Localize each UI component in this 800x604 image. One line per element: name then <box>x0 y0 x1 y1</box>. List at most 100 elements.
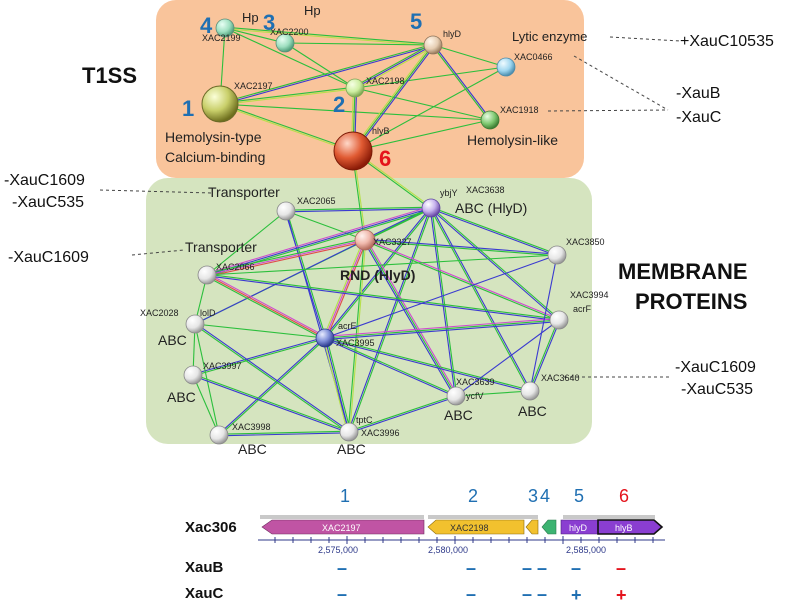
map-number-1: 1 <box>340 486 350 506</box>
edge-line <box>352 44 434 152</box>
node-labels: XAC2199 XAC2200 hlyD XAC0466 XAC2197 XAC… <box>140 27 609 438</box>
xaub-marks: – – – – – – <box>337 558 626 578</box>
edge-line <box>431 206 558 255</box>
label-ycfv: ycfV <box>466 391 484 401</box>
node-xac3640[interactable] <box>520 381 540 401</box>
edge-line <box>348 394 456 432</box>
gene-3[interactable] <box>525 519 539 535</box>
annotation-abc-3998: ABC <box>238 441 267 457</box>
edge-line <box>363 240 456 398</box>
edge-line <box>224 28 433 47</box>
node-xac2066[interactable] <box>197 265 217 285</box>
edge-line <box>324 254 558 339</box>
node-xac3327[interactable] <box>354 229 376 251</box>
xauc-mark-2: – <box>466 584 476 604</box>
edge-line <box>430 208 557 257</box>
xauc-mark-6: + <box>616 585 627 604</box>
edge-line <box>431 45 490 121</box>
side-label-xauc: -XauC <box>676 109 721 126</box>
edge-line <box>207 241 366 278</box>
edge-line <box>326 337 352 432</box>
xaub-mark-2: – <box>466 558 476 578</box>
section-title-membrane-1: MEMBRANE <box>618 259 748 284</box>
node-xac3850[interactable] <box>547 245 567 265</box>
edge-line <box>284 42 356 89</box>
leader-lines <box>99 36 681 378</box>
label-xac1918: XAC1918 <box>500 105 539 115</box>
node-xac2065[interactable] <box>276 201 296 221</box>
gene-label-hlyb: hlyB <box>615 523 633 533</box>
annotation-abc-hlyd: ABC (HlyD) <box>455 200 527 216</box>
node-xac2197[interactable] <box>201 85 239 123</box>
edge-line <box>218 430 349 435</box>
node-xac3994[interactable] <box>549 310 569 330</box>
gene-xac2198[interactable] <box>427 519 525 535</box>
edge-line <box>195 322 350 432</box>
coord-label-3: 2,585,000 <box>566 545 606 555</box>
edge-line <box>530 320 561 392</box>
edge-line <box>206 274 326 339</box>
annotation-hemolysin-type-1: Hemolysin-type <box>165 129 262 145</box>
edge-line <box>349 208 433 433</box>
coord-label-1: 2,575,000 <box>318 545 358 555</box>
edge-line <box>354 66 507 89</box>
edge-line <box>364 240 559 322</box>
edge-line <box>207 273 327 338</box>
gene-xac2197[interactable] <box>261 519 425 535</box>
edge-line <box>431 207 458 396</box>
edge-line <box>206 207 432 276</box>
node-hlyd[interactable] <box>423 35 443 55</box>
node-xac3639[interactable] <box>446 386 466 406</box>
xaub-mark-6: – <box>616 558 626 578</box>
node-hlyb[interactable] <box>333 131 373 171</box>
section-title-t1ss: T1SS <box>82 63 137 88</box>
edge-line <box>220 45 434 106</box>
node-xac2198[interactable] <box>345 78 365 98</box>
node-xac3995[interactable] <box>315 328 335 348</box>
map-number-4: 4 <box>540 486 550 506</box>
side-labels: +XauC10535 -XauB -XauC -XauC1609 -XauC53… <box>4 33 774 398</box>
xaub-mark-1: – <box>337 558 347 578</box>
node-xac0466[interactable] <box>496 57 516 77</box>
edge-line <box>206 237 365 274</box>
edge-line <box>219 338 326 436</box>
label-xac2199: XAC2199 <box>202 33 241 43</box>
edge-line <box>193 338 326 377</box>
annotation-hemolysin-like: Hemolysin-like <box>467 132 558 148</box>
edge-line <box>364 240 557 257</box>
row-label-xac306: Xac306 <box>185 519 237 536</box>
edge-line <box>324 337 350 433</box>
coord-label-2: 2,580,000 <box>428 545 468 555</box>
node-xac3998[interactable] <box>209 425 229 445</box>
node-xac3997[interactable] <box>183 365 203 385</box>
edge-line <box>325 336 457 396</box>
label-xac3995: XAC3995 <box>336 338 375 348</box>
edge-line <box>219 104 353 153</box>
edge-line <box>192 374 220 436</box>
edge-line <box>433 44 492 120</box>
edge-line <box>430 208 559 322</box>
side-label-left1-a: -XauC1609 <box>4 172 85 189</box>
label-xac3996: XAC3996 <box>361 428 400 438</box>
edge-line <box>352 66 507 152</box>
annotation-hemolysin-type-2: Calcium-binding <box>165 149 265 165</box>
edge-line <box>324 239 366 339</box>
side-label-right3-b: -XauC535 <box>681 381 753 398</box>
node-xac2200[interactable] <box>275 33 295 53</box>
node-xac2199[interactable] <box>215 18 235 38</box>
row-label-xauc: XauC <box>185 585 224 602</box>
edge-line <box>194 239 366 325</box>
annotation-transporter-top: Transporter <box>208 184 280 200</box>
node-xac3996[interactable] <box>339 422 359 442</box>
edge-line <box>219 103 491 121</box>
node-xac2028[interactable] <box>185 314 205 334</box>
edge-line <box>323 207 431 338</box>
number-1: 1 <box>182 96 194 121</box>
edge-line <box>206 239 366 276</box>
gene-hlyb[interactable] <box>597 519 664 535</box>
label-acrf: acrF <box>573 304 592 314</box>
node-xac3638[interactable] <box>421 198 441 218</box>
node-xac1918[interactable] <box>480 110 500 130</box>
gene-4[interactable] <box>541 519 557 535</box>
